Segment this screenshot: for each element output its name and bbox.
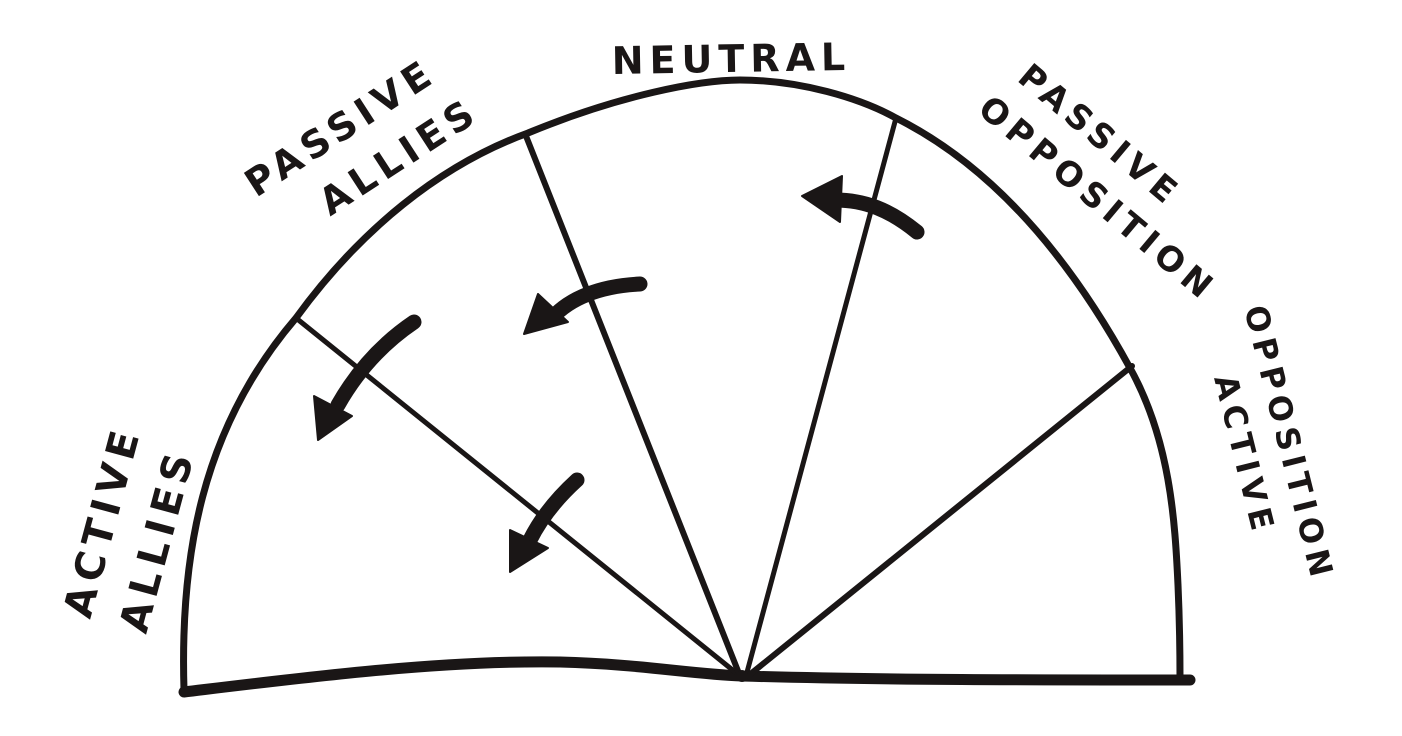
- divider-line-2: [523, 133, 743, 679]
- label-passive-allies: PASSIVE ALLIES: [237, 50, 487, 224]
- label-passive-opposition: PASSIVE OPPOSITION: [970, 56, 1224, 310]
- hub-point: [736, 670, 748, 682]
- semicircle-outline: [178, 76, 1196, 698]
- arrow-neutral-to-passive-allies: [523, 276, 648, 335]
- movement-arrows: [313, 175, 925, 573]
- label-active-opposition: ACTIVE OPPOSITION: [1206, 301, 1342, 586]
- divider-line-1: [293, 315, 743, 679]
- arrow-passive-to-active-allies-lower: [509, 472, 585, 573]
- arrow-opposition-to-neutral: [801, 175, 925, 240]
- segment-dividers: [293, 115, 1135, 682]
- divider-line-4: [745, 363, 1135, 679]
- label-neutral-text: NEUTRAL: [611, 35, 851, 83]
- label-neutral: NEUTRAL: [611, 35, 851, 83]
- arrow-passive-to-active-allies-upper: [313, 314, 422, 441]
